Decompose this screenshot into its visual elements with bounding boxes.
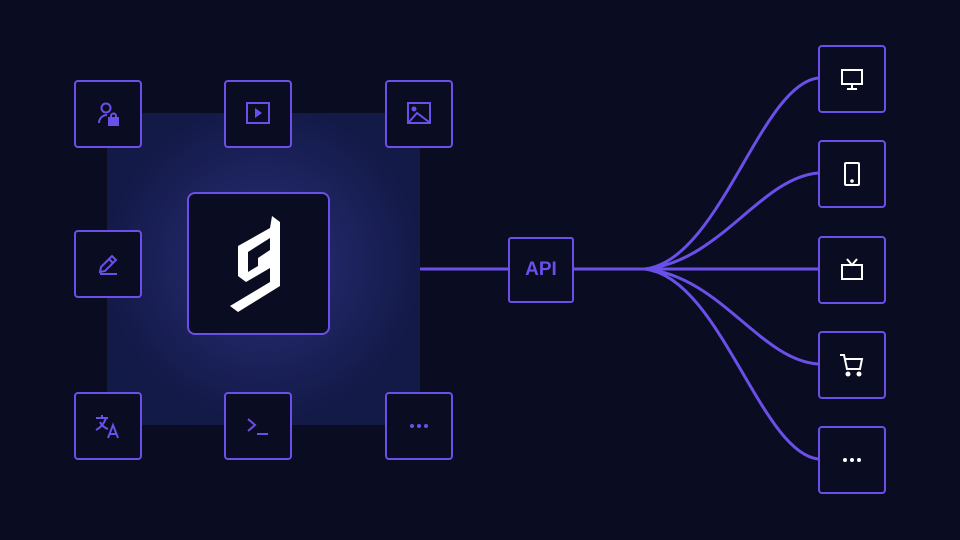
tv-icon [841, 258, 863, 280]
client-tv [818, 236, 886, 304]
logo-icon [229, 215, 280, 312]
api-to-more-line [572, 267, 819, 461]
terminal-icon [247, 418, 268, 435]
client-desktop [818, 45, 886, 113]
translate-icon [95, 415, 119, 439]
service-video [224, 80, 292, 148]
more-icon [410, 424, 428, 428]
service-terminal [224, 392, 292, 460]
service-user-lock [74, 80, 142, 148]
api-to-tablet-line [572, 171, 819, 271]
tablet-icon [844, 162, 860, 186]
client-cart [818, 331, 886, 399]
desktop-icon [841, 69, 863, 90]
user-lock-icon [98, 102, 119, 126]
client-more [818, 426, 886, 494]
service-edit [74, 230, 142, 298]
service-image [385, 80, 453, 148]
api-label: API [525, 259, 557, 280]
image-icon [407, 102, 431, 124]
cart-icon [840, 354, 864, 377]
edit-pencil-icon [98, 254, 118, 275]
client-tablet [818, 140, 886, 208]
service-more [385, 392, 453, 460]
hub-logo-box [187, 192, 330, 335]
api-node: API [508, 237, 574, 303]
service-translate [74, 392, 142, 460]
api-to-cart-line [572, 267, 819, 366]
api-to-desktop-line [572, 76, 819, 271]
video-play-icon [246, 102, 270, 124]
more-icon [843, 458, 861, 462]
